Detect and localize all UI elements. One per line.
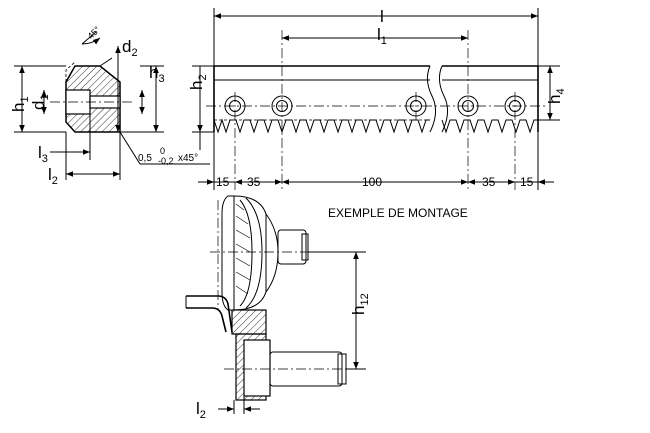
rack-teeth-right [441, 119, 538, 134]
dim-35-left: 35 [247, 175, 261, 189]
dim-15-right: 15 [520, 175, 534, 189]
l3-label: l3 [38, 143, 48, 165]
hidden-corner [65, 61, 76, 82]
chamfer-tolerance-upper: 0 [160, 146, 165, 156]
gear-hub-left [221, 195, 235, 311]
gear-wheel [233, 195, 267, 311]
chamfer-note: 0,5 [138, 153, 152, 164]
h1-label: h1 [9, 96, 31, 112]
break-line-right [438, 65, 448, 133]
h12-label: h12 [349, 293, 371, 315]
l2-label: l2 [48, 165, 58, 187]
bracket-arm [186, 295, 233, 333]
h4-label: h4 [545, 88, 567, 104]
h2-label: h2 [187, 74, 209, 90]
rack-section-hatched [231, 309, 267, 335]
chamfer-tolerance-lower: -0,2 [158, 156, 174, 166]
d1-label: d1 [29, 94, 51, 110]
l-label: l [380, 7, 384, 26]
mounting-example-title: EXEMPLE DE MONTAGE [328, 206, 468, 220]
rack-teeth-left [213, 118, 430, 134]
mounting-example: h12 l2 [185, 195, 371, 421]
dim-15-left: 15 [216, 175, 230, 189]
break-line-left [426, 65, 436, 133]
dim-35-right: 35 [482, 175, 496, 189]
h3-label: h3 [149, 63, 165, 85]
bolt-head [243, 339, 271, 397]
shaft-cap [277, 229, 307, 265]
d2-label: d2 [122, 37, 138, 59]
l1-label: l1 [377, 25, 387, 47]
rack-side-view: h2 [187, 7, 567, 190]
l2-label-mounting: l2 [196, 399, 206, 421]
chamfer-leader [119, 131, 141, 165]
dim-100: 100 [362, 175, 382, 189]
rack-cross-section: 45° d2 h3 h1 d1 l3 l2 0,5 0 -0,2 x45° [9, 24, 210, 187]
chamfer-angle: x45° [178, 153, 198, 164]
